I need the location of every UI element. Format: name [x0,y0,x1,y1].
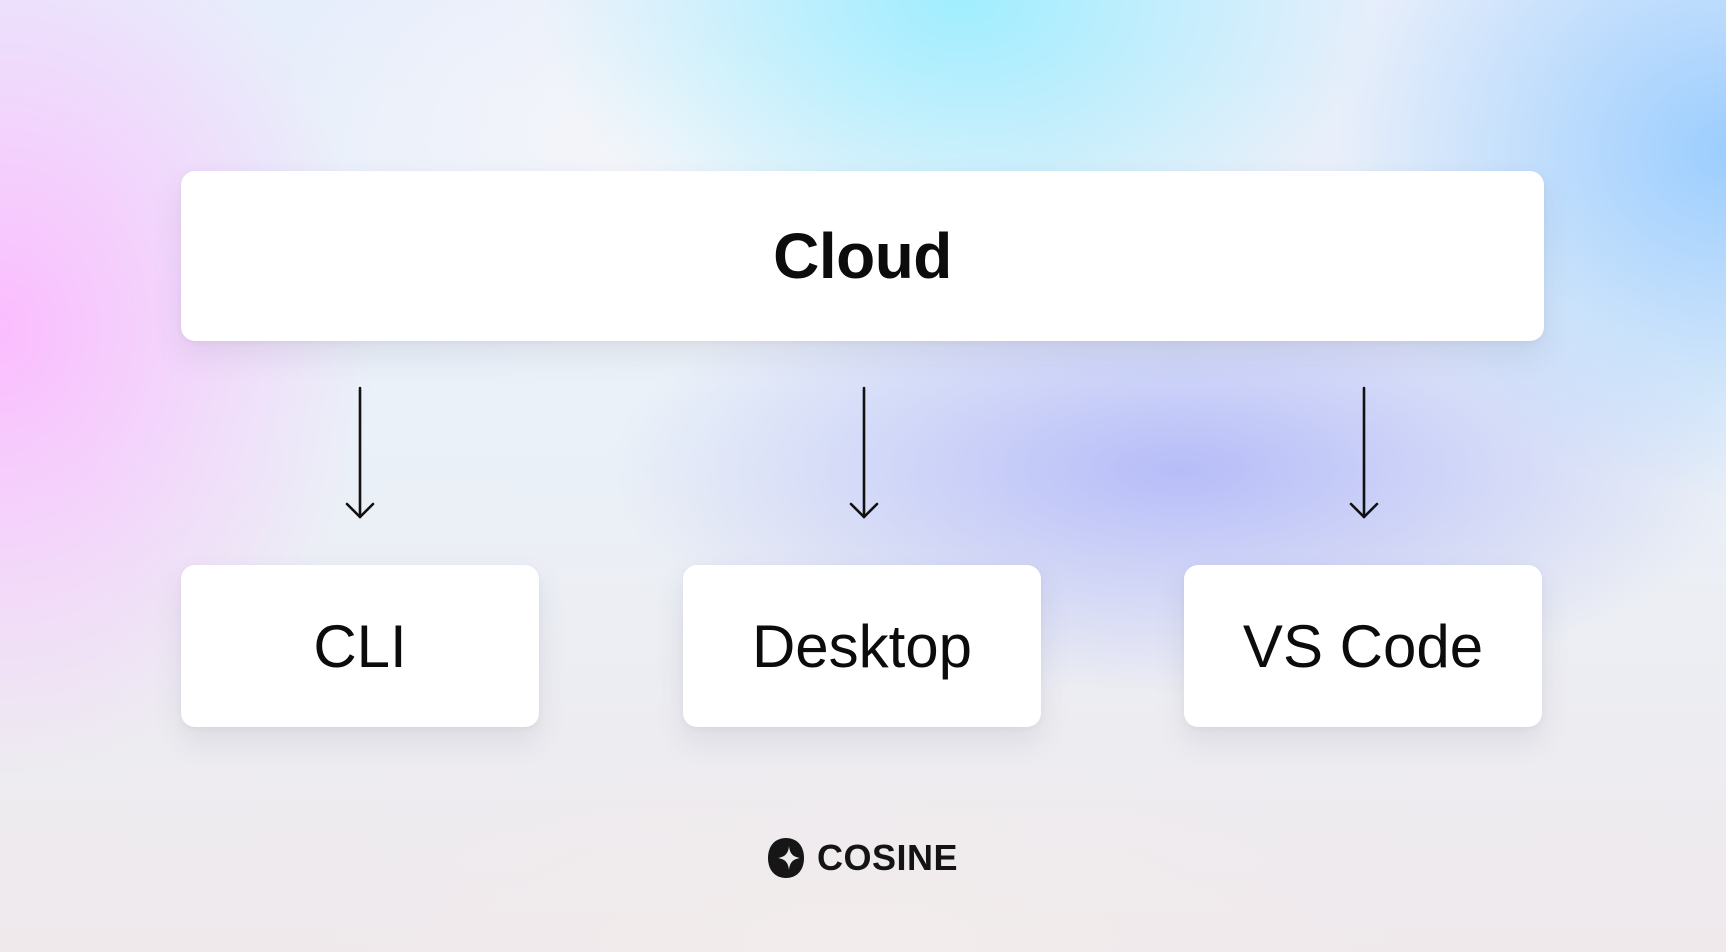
cli-node-label: CLI [313,612,407,680]
arrow-to-desktop [849,386,879,519]
cosine-logo-icon [768,838,804,878]
arrow-to-cli [345,386,375,519]
brand-name: COSINE [817,837,959,878]
arrow-to-vscode [1349,386,1379,519]
cloud-node-label: Cloud [773,220,952,292]
vscode-node: VS Code [1184,565,1542,727]
desktop-node-label: Desktop [751,612,973,680]
cli-node: CLI [181,565,539,727]
desktop-node: Desktop [683,565,1041,727]
vscode-node-label: VS Code [1242,612,1484,680]
brand-logo: COSINE [767,836,958,880]
cloud-node: Cloud [181,171,1544,341]
